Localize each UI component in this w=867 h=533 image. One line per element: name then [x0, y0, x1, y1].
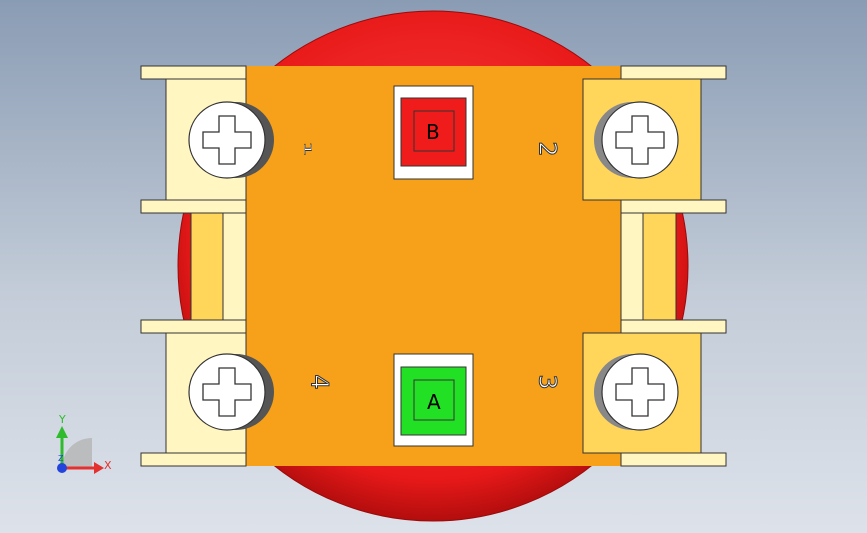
terminal-label-2: 2: [533, 141, 562, 157]
left-terminal-bracket: [140, 65, 247, 467]
screw-top-left: [188, 101, 274, 179]
terminal-label-4: 4: [305, 374, 334, 390]
contact-plate-b: [393, 85, 474, 180]
screw-bottom-left: [188, 353, 274, 431]
screw-bottom-right: [594, 353, 679, 431]
contact-plate-a: [393, 353, 474, 447]
contact-plate-b-label: B: [426, 120, 440, 144]
axis-y-label: Y: [59, 413, 66, 426]
coordinate-triad[interactable]: [56, 426, 104, 474]
terminal-label-3: 3: [533, 374, 562, 390]
axis-z-label: Z: [58, 454, 64, 463]
terminal-label-1: 1: [302, 141, 314, 157]
screw-top-right: [594, 101, 679, 179]
axis-x-label: X: [104, 459, 112, 472]
contact-plate-a-label: A: [427, 390, 441, 414]
